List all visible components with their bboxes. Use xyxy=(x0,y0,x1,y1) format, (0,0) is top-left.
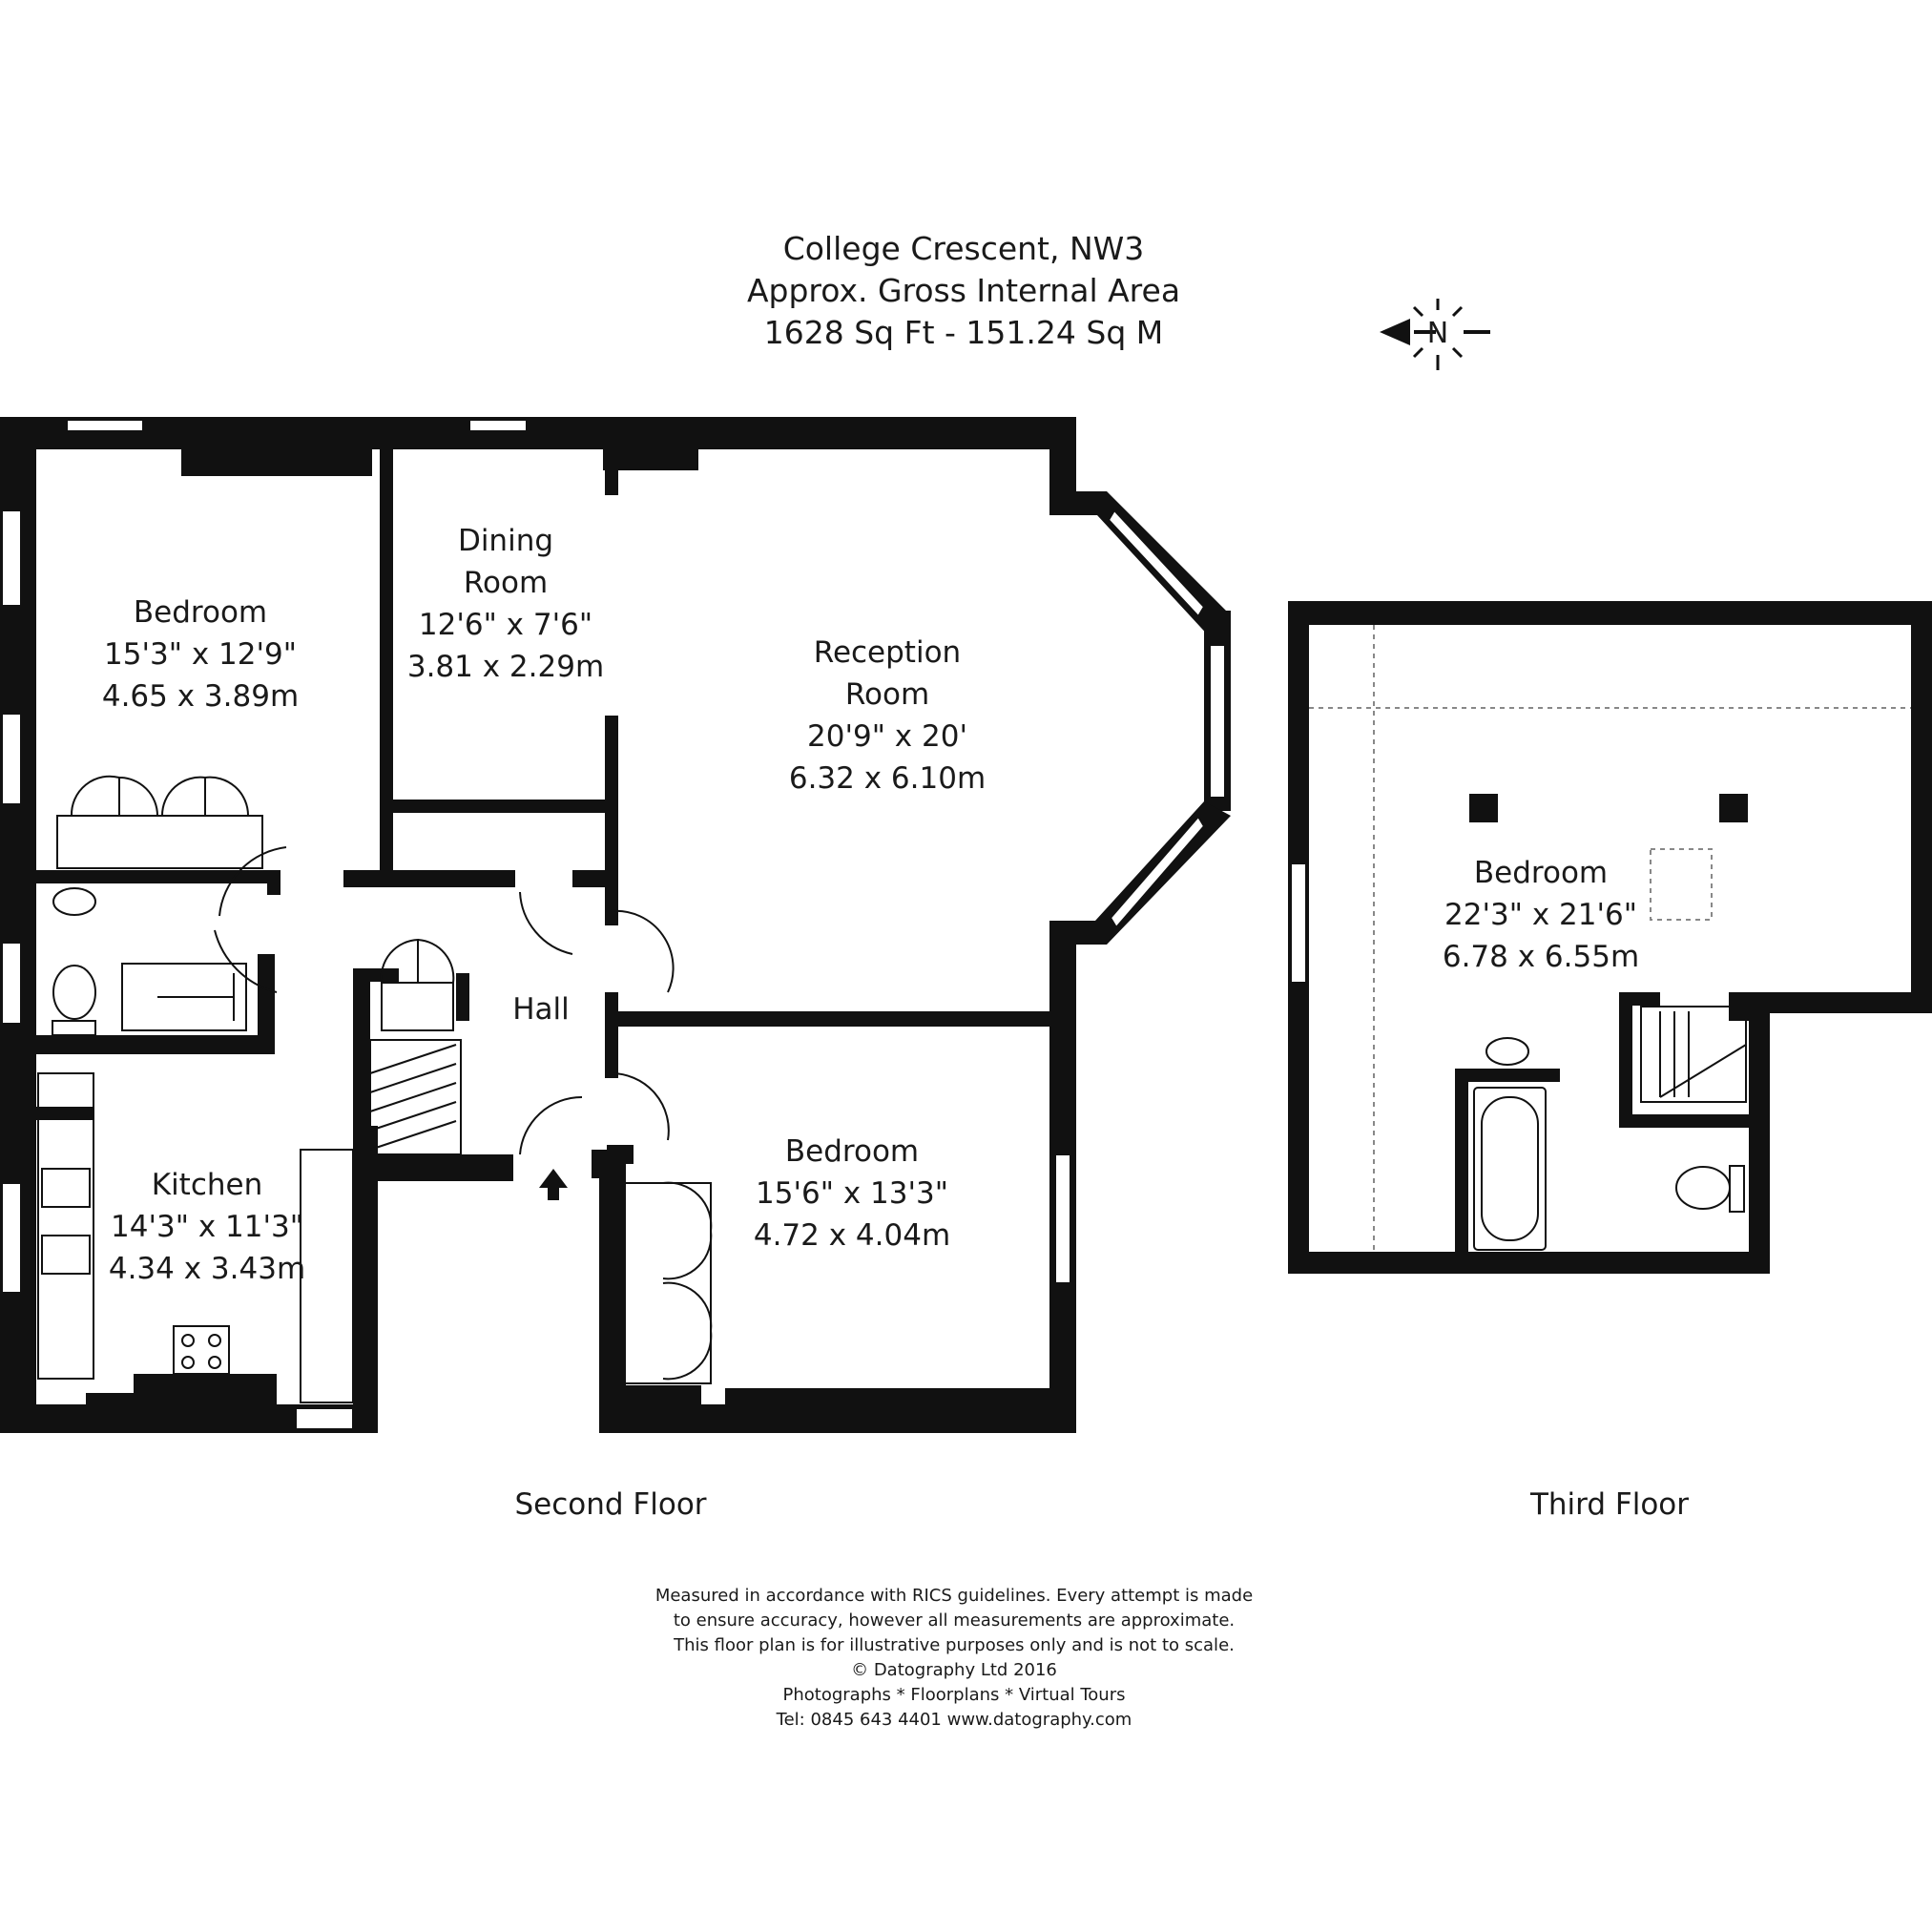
room-name: Kitchen xyxy=(152,1168,263,1202)
windows xyxy=(1,419,1226,1430)
room-dimensions-metric: 6.78 x 6.55m xyxy=(1443,940,1639,974)
room-dimensions-metric: 4.65 x 3.89m xyxy=(102,679,299,714)
property-address: College Crescent, NW3 xyxy=(783,230,1145,267)
toilet-icon xyxy=(1675,1166,1731,1210)
fixtures xyxy=(37,775,713,1403)
room-reception: Reception Room 20'9" x 20' 6.32 x 6.10m xyxy=(789,635,986,796)
disclaimer-line: This floor plan is for illustrative purp… xyxy=(673,1635,1235,1655)
bathtub-icon xyxy=(1473,1087,1547,1251)
area-value: 1628 Sq Ft - 151.24 Sq M xyxy=(764,314,1163,351)
sink-icon xyxy=(41,1168,91,1208)
room-dimensions-metric: 4.34 x 3.43m xyxy=(109,1252,305,1286)
room-dimensions-imperial: 12'6" x 7'6" xyxy=(419,608,592,642)
toilet-icon xyxy=(52,965,96,1020)
room-dimensions-imperial: 15'3" x 12'9" xyxy=(104,637,297,672)
disclaimer-line: Measured in accordance with RICS guideli… xyxy=(655,1586,1253,1606)
room-dimensions-imperial: 14'3" x 11'3" xyxy=(111,1210,303,1244)
room-dimensions-metric: 3.81 x 2.29m xyxy=(407,650,604,684)
basin-icon xyxy=(1485,1037,1529,1066)
room-name: Room xyxy=(845,677,929,712)
kitchen-unit xyxy=(300,1149,354,1403)
room-name: Bedroom xyxy=(1474,856,1608,890)
basin-icon xyxy=(52,887,96,916)
window xyxy=(1290,862,1307,984)
room-name: Room xyxy=(464,566,548,600)
room-name: Reception xyxy=(814,635,961,670)
room-dimensions-imperial: 20'9" x 20' xyxy=(807,719,967,754)
roof-light xyxy=(1650,848,1713,921)
room-dimensions-metric: 6.32 x 6.10m xyxy=(789,761,986,796)
staircase-icon xyxy=(369,1039,462,1155)
interior-walls xyxy=(36,449,1049,1406)
room-dining: Dining Room 12'6" x 7'6" 3.81 x 2.29m xyxy=(407,524,604,684)
room-dimensions-imperial: 15'6" x 13'3" xyxy=(756,1176,948,1211)
entrance-arrow-icon xyxy=(539,1169,568,1200)
area-title: Approx. Gross Internal Area xyxy=(747,272,1180,309)
kitchen-worktop xyxy=(37,1072,94,1380)
disclaimer-line: to ensure accuracy, however all measurem… xyxy=(674,1610,1235,1631)
room-bedroom-2: Bedroom 15'6" x 13'3" 4.72 x 4.04m xyxy=(754,1134,950,1253)
room-kitchen: Kitchen 14'3" x 11'3" 4.34 x 3.43m xyxy=(109,1168,305,1286)
contact-line: Tel: 0845 643 4401 www.datography.com xyxy=(776,1710,1132,1730)
services-line: Photographs * Floorplans * Virtual Tours xyxy=(783,1685,1126,1705)
room-bedroom-3: Bedroom 22'3" x 21'6" 6.78 x 6.55m xyxy=(1443,856,1639,974)
chimney-post xyxy=(1469,794,1498,822)
room-name: Bedroom xyxy=(134,595,267,630)
compass-label: N xyxy=(1427,317,1448,350)
hob-icon xyxy=(173,1325,230,1375)
room-dimensions-imperial: 22'3" x 21'6" xyxy=(1444,898,1637,932)
north-compass-icon: N xyxy=(1380,299,1490,370)
room-name: Dining xyxy=(458,524,553,558)
third-floor-plan: Bedroom 22'3" x 21'6" 6.78 x 6.55m Third… xyxy=(1288,601,1932,1522)
floor-label-third: Third Floor xyxy=(1529,1487,1689,1522)
staircase-icon xyxy=(1640,1006,1747,1103)
chimney-post xyxy=(1719,794,1748,822)
room-bedroom-1: Bedroom 15'3" x 12'9" 4.65 x 3.89m xyxy=(102,595,299,714)
copyright: © Datography Ltd 2016 xyxy=(851,1660,1057,1680)
disclaimer: Measured in accordance with RICS guideli… xyxy=(655,1586,1253,1730)
floor-label-second: Second Floor xyxy=(514,1487,706,1522)
second-floor-plan: Bedroom 15'3" x 12'9" 4.65 x 3.89m Dinin… xyxy=(0,417,1231,1522)
room-name: Bedroom xyxy=(785,1134,919,1169)
outer-walls xyxy=(1288,601,1932,1274)
room-dimensions-metric: 4.72 x 4.04m xyxy=(754,1218,950,1253)
shower-tray-icon xyxy=(121,963,247,1031)
room-hall: Hall xyxy=(512,992,570,1027)
wardrobe xyxy=(56,815,263,869)
